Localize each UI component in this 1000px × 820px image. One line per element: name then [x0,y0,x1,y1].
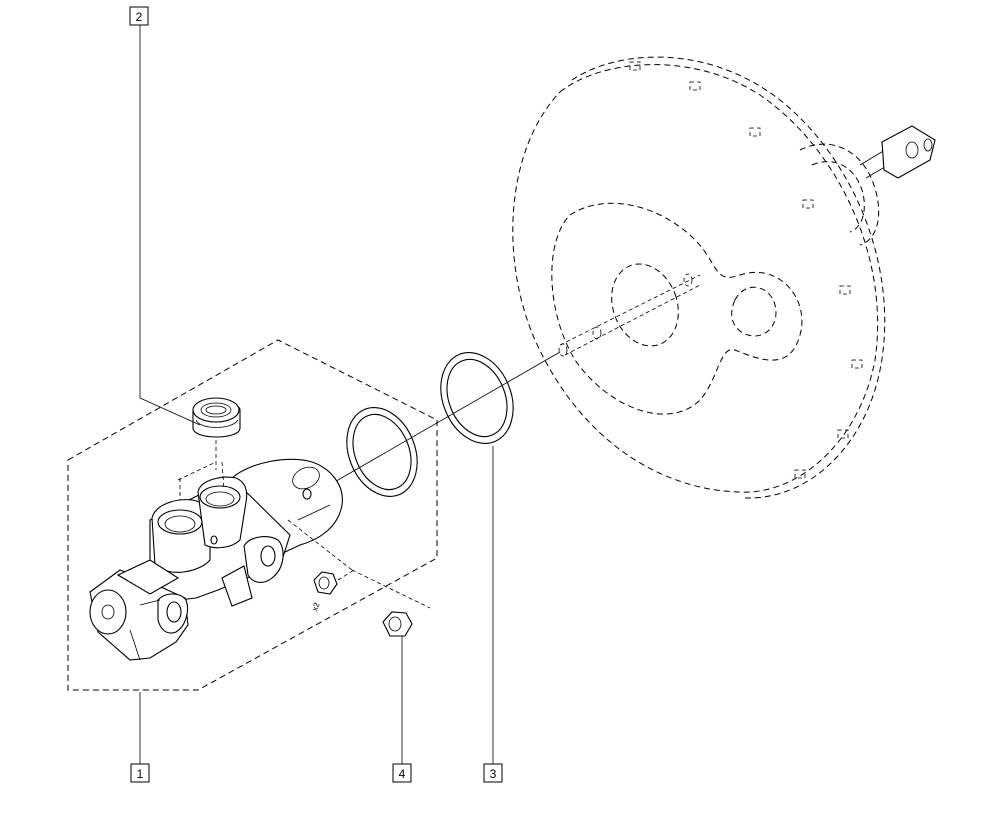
callout-4: 4 [392,763,412,783]
seal-ring-part-3 [440,352,514,444]
callout-2: 2 [129,6,149,26]
nut-x2: x2 [310,571,338,613]
callout-1-label: 1 [137,767,144,781]
master-cylinder [89,458,343,661]
callout-2-label: 2 [136,10,143,24]
assembly-group-outline [67,339,438,691]
nut-quantity-label: x2 [310,601,322,613]
seal-ring [346,407,418,497]
brake-booster [512,56,936,499]
callout-1: 1 [130,763,150,783]
callout-3: 3 [483,763,503,783]
callout-leaders [139,25,494,764]
callout-3-label: 3 [490,767,497,781]
nut-part-4 [382,611,413,637]
callout-4-label: 4 [399,767,406,781]
reservoir-grommet-part-2 [192,397,241,438]
